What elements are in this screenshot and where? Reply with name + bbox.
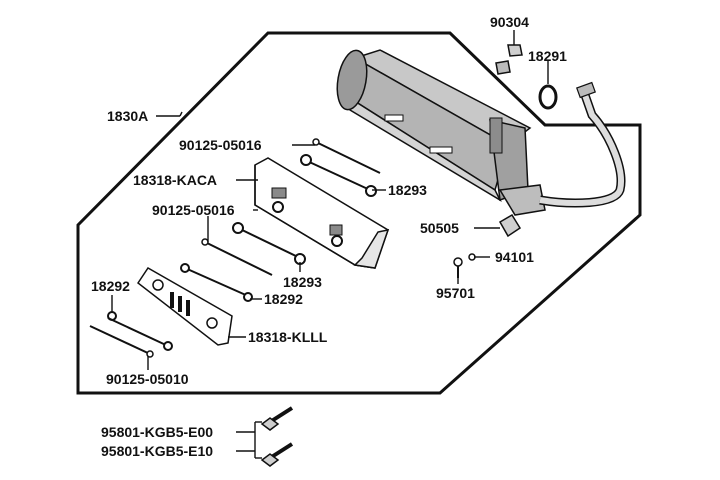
- nut-90304: [495, 30, 523, 75]
- screw-95701: [453, 257, 463, 278]
- label-90125-05016-b: 90125-05016: [152, 202, 235, 218]
- clamp-50505: [498, 213, 522, 238]
- assembly-frame: [76, 31, 642, 395]
- screw-rod-upper-2: [300, 154, 377, 197]
- screw-rod-upper-1: [312, 138, 381, 174]
- label-18318-kaca: 18318-KACA: [133, 172, 217, 188]
- gasket-18291: [538, 84, 558, 110]
- screw-rod-middle-2: [232, 222, 306, 265]
- label-50505: 50505: [420, 220, 459, 236]
- heat-guard-upper: [254, 157, 390, 269]
- label-90125-05016-a: 90125-05016: [179, 137, 262, 153]
- label-18318-klll: 18318-KLLL: [248, 329, 328, 345]
- label-95701: 95701: [436, 285, 475, 301]
- label-18291: 18291: [528, 48, 567, 64]
- label-18292-a: 18292: [91, 278, 130, 294]
- screw-rod-middle-1: [201, 238, 273, 276]
- label-group-1830a: 1830A: [107, 108, 148, 124]
- label-18293-b: 18293: [283, 274, 322, 290]
- muffler: [336, 49, 546, 216]
- label-95801-kgb5-e10: 95801-KGB5-E10: [101, 443, 213, 459]
- label-95801-kgb5-e00: 95801-KGB5-E00: [101, 424, 213, 440]
- screw-rod-lower-2: [107, 317, 173, 358]
- label-90125-05010: 90125-05010: [106, 371, 189, 387]
- label-90304: 90304: [490, 14, 529, 30]
- bolt-95801-e10: [260, 442, 294, 467]
- exhaust-pipe: [539, 81, 626, 208]
- label-18292-b: 18292: [264, 291, 303, 307]
- label-18293-a: 18293: [388, 182, 427, 198]
- leader-lines: [111, 144, 500, 459]
- bolt-95801-e00: [260, 406, 294, 431]
- heat-guard-lower: [136, 267, 233, 346]
- label-94101: 94101: [495, 249, 534, 265]
